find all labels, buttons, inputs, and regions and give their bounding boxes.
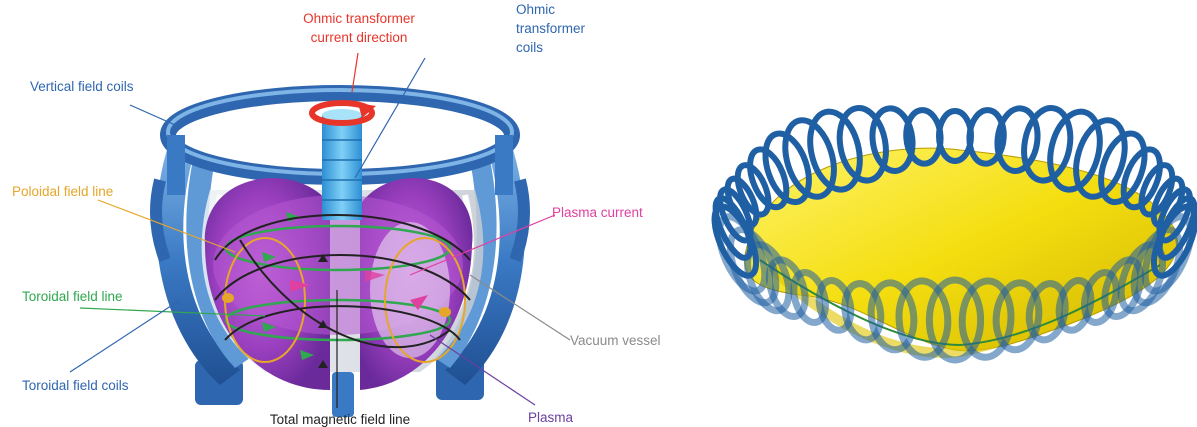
label-plasma: Plasma	[528, 410, 574, 425]
label-ohmic-coils-line2: transformer	[516, 21, 586, 36]
tokamak-illustration	[70, 53, 570, 417]
label-ohmic-current-line1: Ohmic transformer	[303, 11, 415, 26]
label-poloidal-field-line: Poloidal field line	[12, 184, 113, 199]
label-ohmic-coils-line1: Ohmic	[516, 2, 555, 17]
label-toroidal-field-coils: Toroidal field coils	[22, 378, 129, 393]
label-toroidal-field-line: Toroidal field line	[22, 289, 123, 304]
stellarator-illustration	[706, 104, 1197, 360]
label-plasma-current: Plasma current	[552, 205, 643, 220]
label-vacuum-vessel: Vacuum vessel	[570, 333, 661, 348]
label-vertical-field-coils: Vertical field coils	[30, 79, 134, 94]
label-total-magnetic-field-line: Total magnetic field line	[270, 412, 410, 427]
label-ohmic-current-line2: current direction	[311, 30, 408, 45]
label-ohmic-coils-line3: coils	[516, 40, 543, 55]
